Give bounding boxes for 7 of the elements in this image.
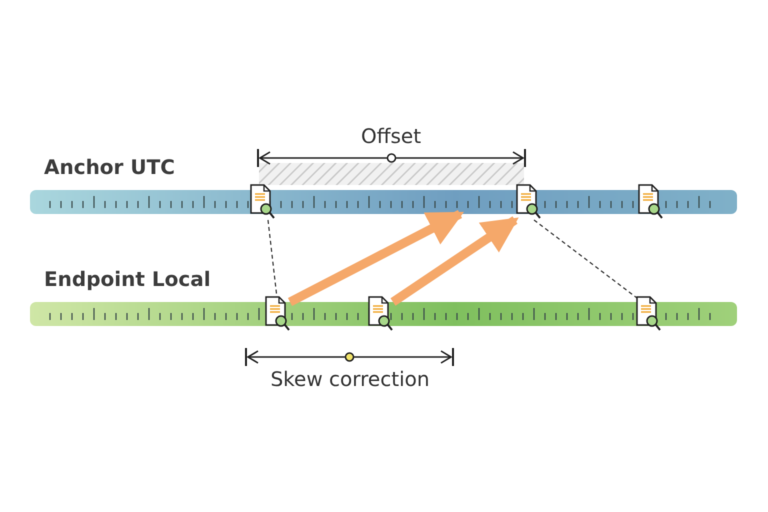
arrow — [288, 210, 464, 306]
timeline-heading: Endpoint Local — [44, 267, 211, 291]
dimension-label: Offset — [360, 124, 422, 148]
arrow — [390, 216, 519, 306]
timeline-heading: Anchor UTC — [44, 155, 175, 179]
dimension-label: Skew correction — [270, 367, 430, 391]
dashed-connector — [534, 220, 638, 298]
